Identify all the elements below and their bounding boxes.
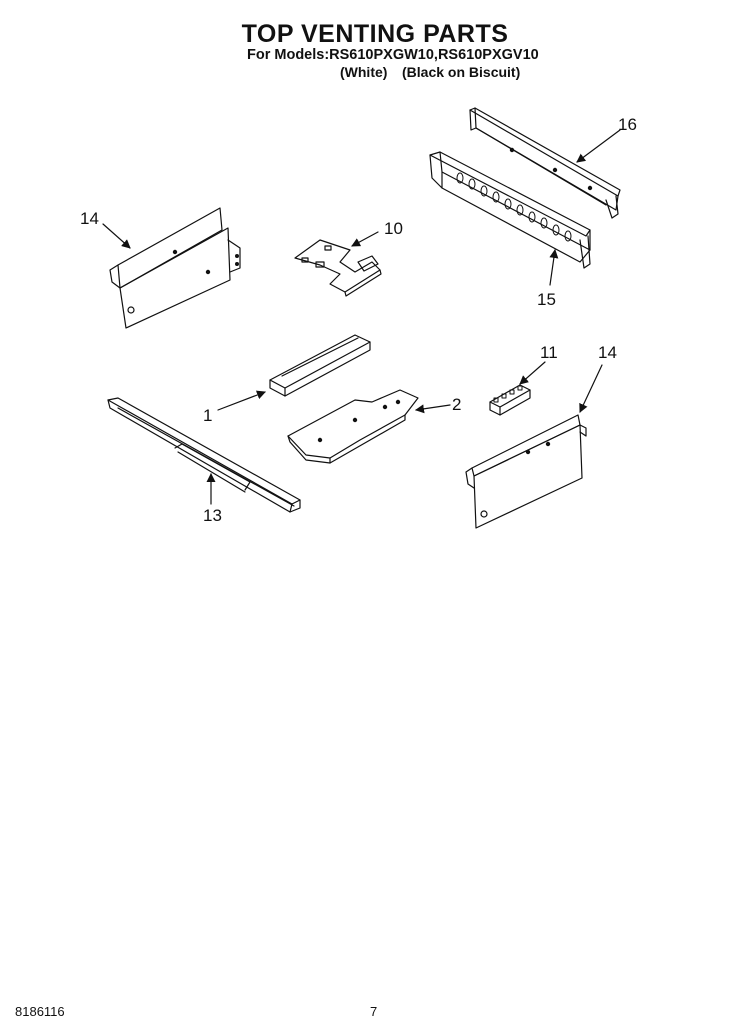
callout-13: 13 xyxy=(203,506,222,525)
page-title: TOP VENTING PARTS xyxy=(241,20,509,48)
callout-16: 16 xyxy=(618,115,637,134)
callout-11: 11 xyxy=(540,343,558,362)
callout-15: 15 xyxy=(537,290,556,309)
part-14-right-side-panel xyxy=(465,414,587,529)
part-11-terminal-block xyxy=(489,384,531,416)
part-2-vent-plate xyxy=(287,389,419,464)
variant-white: (White) xyxy=(340,64,388,80)
part-10-bracket xyxy=(294,239,382,297)
doc-number: 8186116 xyxy=(15,1004,65,1019)
part-13-trim-channel xyxy=(107,397,301,513)
part-16-vent-bracket xyxy=(469,107,621,219)
page-number: 7 xyxy=(370,1004,378,1019)
part-1-strip xyxy=(269,334,371,397)
callout-14-left: 14 xyxy=(80,209,99,228)
callout-2: 2 xyxy=(452,395,462,414)
callout-10: 10 xyxy=(384,219,403,238)
callout-1: 1 xyxy=(203,406,213,425)
leader-lines xyxy=(102,129,621,505)
part-15-vent-rail xyxy=(429,151,591,269)
models-line: For Models:RS610PXGW10,RS610PXGV10 xyxy=(247,47,539,63)
variant-biscuit: (Black on Biscuit) xyxy=(402,64,521,80)
callout-14-right: 14 xyxy=(598,343,617,362)
part-14-left-side-panel xyxy=(109,207,241,329)
